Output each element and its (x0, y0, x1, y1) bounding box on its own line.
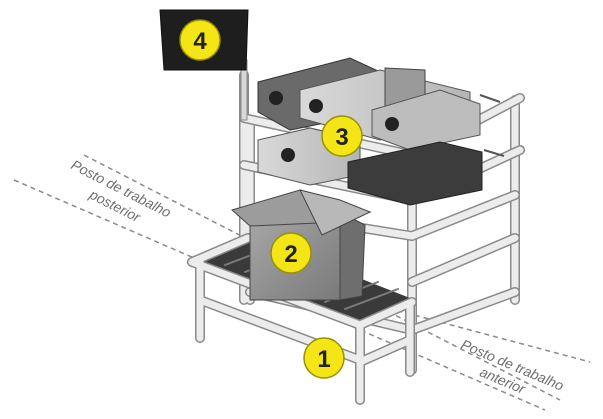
marker-1: 1 (303, 337, 345, 379)
marker-4-number: 4 (193, 28, 207, 55)
marker-1-number: 1 (317, 346, 330, 373)
marker-2-number: 2 (284, 241, 297, 268)
marker-2-circle (270, 232, 312, 274)
marker-3-circle (321, 115, 363, 157)
upper-shelf-bins (257, 57, 505, 206)
marker-4-circle (179, 19, 221, 61)
marker-1-circle (303, 337, 345, 379)
marker-3: 3 (321, 115, 363, 157)
marker-2: 2 (270, 232, 312, 274)
marker-3-number: 3 (335, 124, 348, 151)
marker-4: 4 (179, 19, 221, 61)
